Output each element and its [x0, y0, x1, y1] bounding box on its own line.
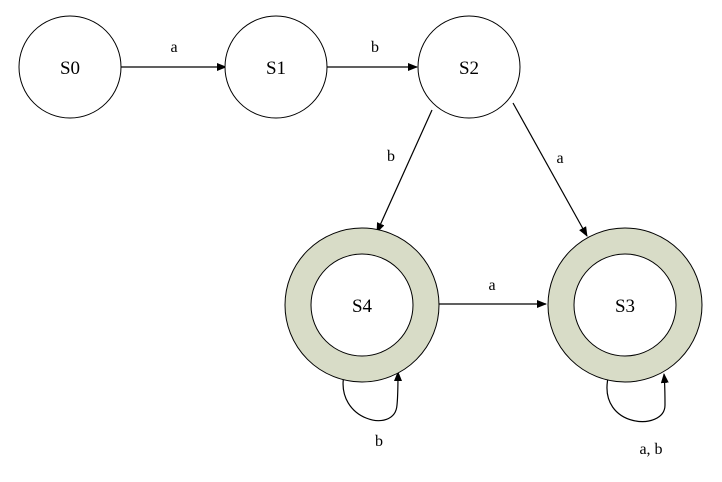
state-label-s0: S0: [60, 58, 80, 79]
edge-label-s2-s4: b: [387, 148, 395, 165]
edge-s3-self-loop: [606, 373, 669, 423]
edge-label-s1-s2: b: [371, 39, 379, 56]
edge-label-s3-self: a, b: [639, 441, 662, 458]
edge-label-s4-self: b: [375, 433, 383, 450]
states: S0 S1 S2 S4 S3: [18, 15, 703, 383]
state-label-s1: S1: [266, 58, 286, 79]
state-label-s4: S4: [352, 296, 373, 317]
state-label-s2: S2: [459, 58, 479, 79]
state-label-s3: S3: [615, 296, 635, 317]
edge-label-s4-s3: a: [488, 277, 495, 294]
state-s1: S1: [224, 15, 328, 119]
edge-s2-s3: [512, 102, 588, 237]
edge-s2-s4: [376, 109, 433, 233]
edge-label-s2-s3: a: [556, 150, 563, 167]
state-s2: S2: [417, 15, 521, 119]
transitions: a b b a a b a, b: [121, 39, 669, 458]
edge-s4-self-loop: [342, 371, 402, 422]
state-s0: S0: [18, 15, 122, 119]
edge-label-s0-s1: a: [170, 39, 177, 56]
state-s3: S3: [547, 227, 703, 383]
state-s4: S4: [284, 227, 440, 383]
